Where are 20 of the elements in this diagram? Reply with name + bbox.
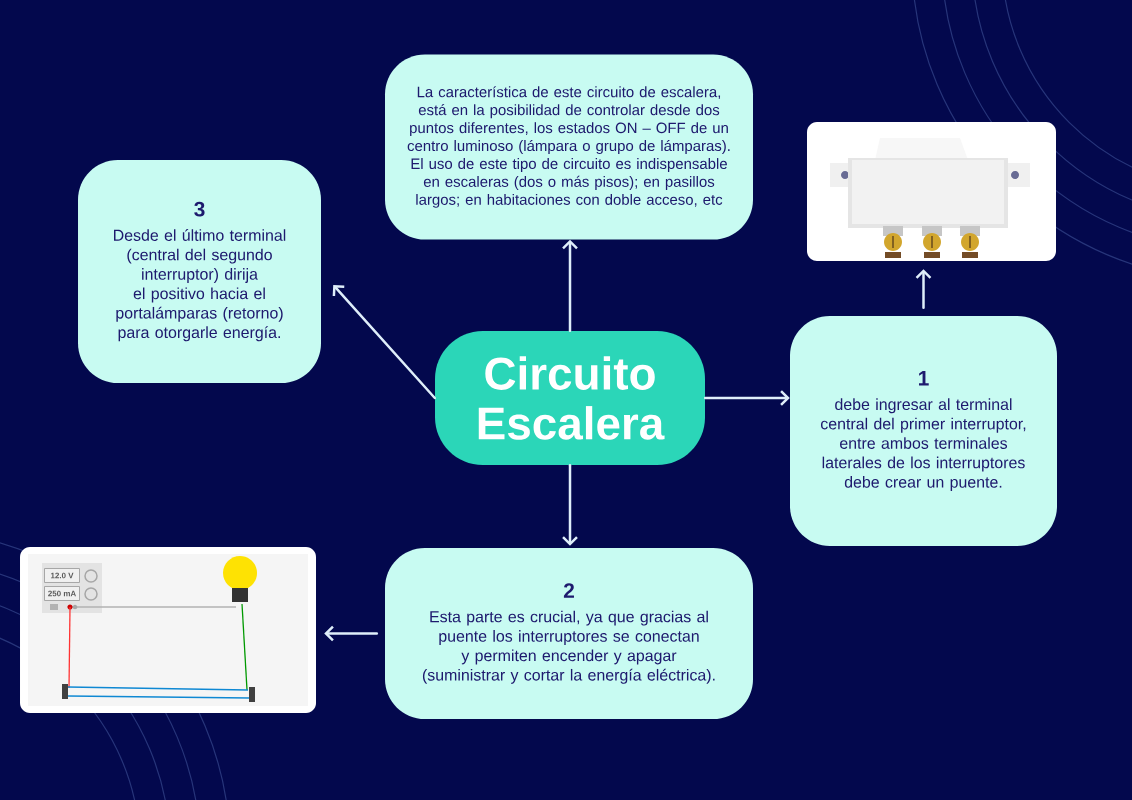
step-number: 1 (919, 371, 929, 386)
arrow (562, 239, 578, 333)
arrow (324, 625, 379, 642)
description-text: Esta parte es crucial, ya que gracias al puente los interruptores se conectan y permiten encender y apagar (suministrar y cortar la energía eléctrica). (422, 610, 715, 684)
central-title-box (435, 331, 705, 465)
paragraph: El uso de este tipo de circuito es indispensable en escaleras (dos o más pisos); en pasillos largos; en habitaciones con doble acceso, etc (411, 158, 727, 208)
description-box (385, 54, 753, 240)
step-number: 3 (194, 201, 205, 217)
step-box (790, 316, 1057, 546)
arrow (915, 269, 932, 310)
title-text: Circuito Escalera (478, 356, 665, 440)
arrow (332, 284, 437, 400)
step-box (385, 548, 753, 719)
step-box (78, 160, 321, 383)
description-text: debe ingresar al terminal central del primer interruptor, entre ambos terminales laterales de los interruptores debe crear un puente. (820, 398, 1026, 491)
paragraph: La característica de este circuito de escalera, está en la posibilidad de controlar desde dos puntos diferentes, los estados ON – OFF de un centro luminoso (lámpara o grupo de lámparas). (407, 86, 730, 155)
arrow (703, 390, 790, 406)
arrow (562, 463, 578, 546)
step-number: 2 (563, 583, 574, 598)
description-text: Desde el último terminal (central del segundo interruptor) dirija el positivo hacia el portalámparas (retorno) para otorgarle energía. (114, 229, 286, 342)
